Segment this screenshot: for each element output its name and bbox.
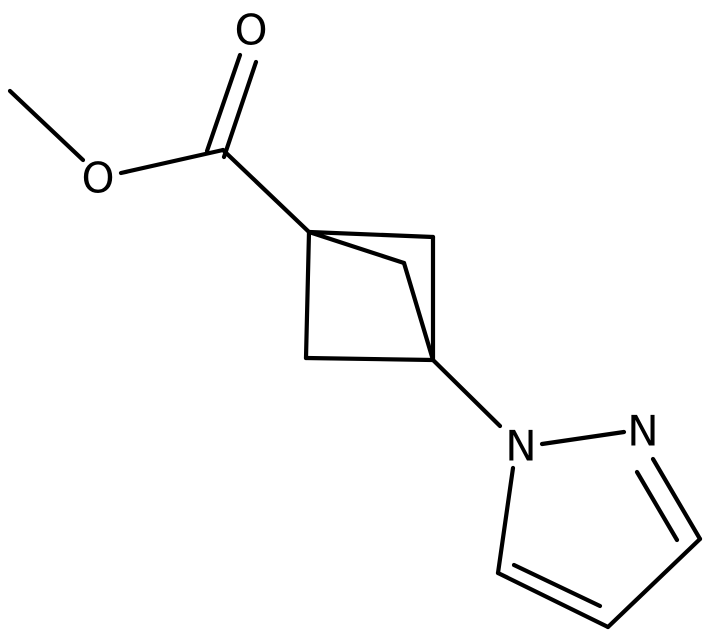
bond-cage-bridge-lower — [401, 260, 436, 363]
bond-carbonyl-double-1 — [204, 52, 243, 154]
bond-c4-c5-inner — [511, 562, 603, 609]
bond-cage-bottom — [303, 355, 436, 363]
bond-n2-c3 — [650, 456, 703, 542]
bond-bridgehead-to-pyrazole — [430, 357, 503, 429]
bond-n1-n2 — [539, 429, 627, 447]
bond-carbonyl-double-2 — [221, 59, 259, 160]
bond-methyl-oxygen — [7, 88, 86, 163]
bond-cage-top — [306, 229, 436, 240]
atom-pyrazole-n1: N — [505, 422, 536, 471]
bond-cage-left — [303, 229, 312, 361]
atom-pyrazole-n2: N — [627, 407, 658, 456]
bond-n2-c3-inner — [634, 469, 680, 543]
atom-ester-oxygen: O — [81, 154, 114, 203]
bond-oxygen-carbonyl-carbon — [118, 147, 226, 176]
bond-cage-bridge-upper — [306, 229, 407, 266]
bond-c3-c4 — [605, 536, 703, 630]
bond-c5-n1 — [495, 465, 516, 576]
bond-carbonyl-to-bridgehead — [220, 147, 312, 235]
atom-carbonyl-oxygen: O — [234, 6, 267, 55]
bond-c4-c5 — [495, 570, 611, 630]
